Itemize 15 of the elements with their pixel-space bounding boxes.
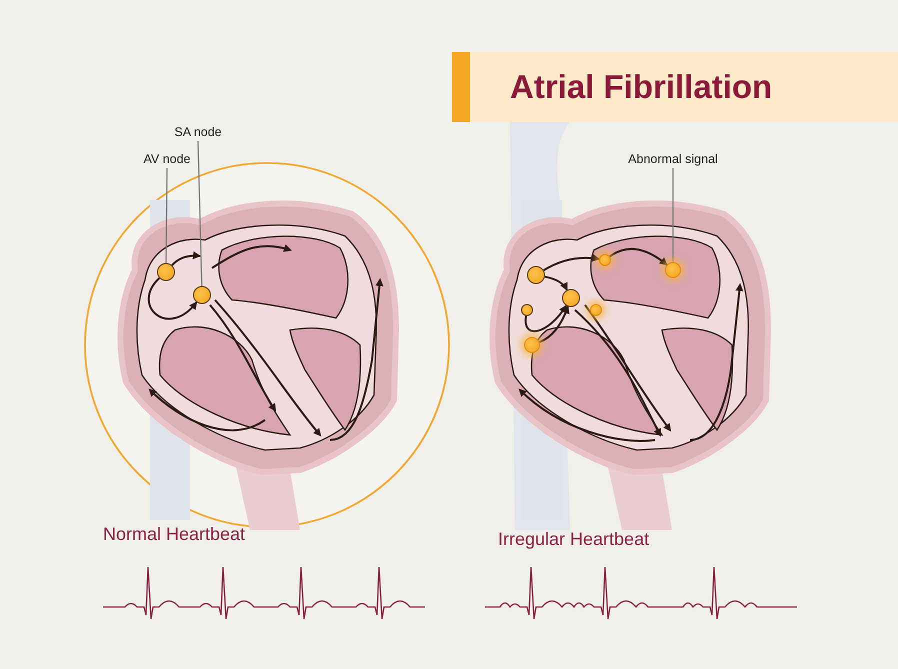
signal-arrow	[609, 248, 668, 266]
signal-arrow	[544, 276, 568, 291]
leader-line	[672, 168, 674, 262]
callout-label: Abnormal signal	[608, 151, 738, 167]
signal-arrow	[543, 254, 600, 272]
leader-line	[165, 168, 168, 263]
callout-label: SA node	[133, 124, 263, 140]
signal-arrow	[148, 277, 198, 320]
title: Atrial Fibrillation	[510, 68, 772, 106]
signal-arrow	[539, 306, 570, 344]
signal-arrow	[171, 251, 201, 266]
leader-line	[197, 140, 202, 286]
callout-label: AV node	[102, 151, 232, 167]
trace-caption: Normal Heartbeat	[103, 524, 246, 545]
trace-caption: Irregular Heartbeat	[498, 529, 650, 550]
